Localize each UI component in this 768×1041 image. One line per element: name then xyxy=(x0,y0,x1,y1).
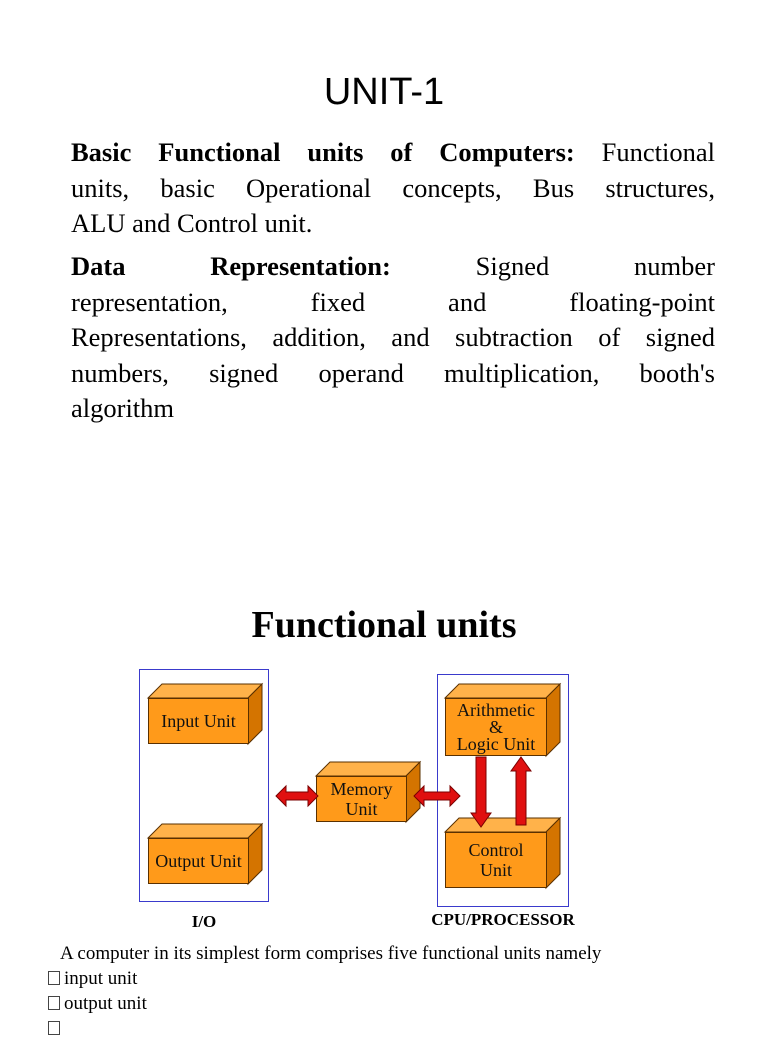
list-item-label: output unit xyxy=(64,993,147,1014)
topic-paragraph-functional-units: Basic Functional units of Computers: Fun… xyxy=(71,135,715,242)
para1-line1-rest: Functional xyxy=(601,137,715,167)
io-memory-arrow xyxy=(275,784,319,808)
bullet-icon xyxy=(48,971,60,985)
slide-title: UNIT-1 xyxy=(323,71,445,113)
bullet-icon xyxy=(48,996,60,1010)
alu-to-control-arrow xyxy=(470,756,492,828)
list-item-label: input unit xyxy=(64,968,138,989)
control-unit-label-line1: Control xyxy=(468,840,524,860)
output-unit-label: Output Unit xyxy=(148,838,249,884)
para1-line1: Basic Functional units of Computers: Fun… xyxy=(71,135,715,171)
para2-line5: algorithm xyxy=(71,393,175,423)
list-item: output unit xyxy=(48,991,147,1016)
memory-unit-block: Memory Unit xyxy=(314,760,422,824)
alu-label-line2: & xyxy=(488,716,503,737)
memory-unit-label-line1: Memory xyxy=(330,779,393,799)
memory-unit-3d-edges xyxy=(314,760,422,824)
control-to-alu-arrow xyxy=(510,756,532,826)
para1-line2: units, basic Operational concepts, Bus s… xyxy=(71,172,715,203)
para1-heading: Basic Functional units of Computers: xyxy=(71,137,575,167)
control-unit-front: Control Unit xyxy=(445,832,547,888)
input-unit-block: Input Unit xyxy=(146,682,264,746)
topic-paragraph-data-representation: Data Representation: Signed number repre… xyxy=(71,249,715,427)
io-label: I/O xyxy=(191,912,217,931)
bullet-icon xyxy=(48,1021,60,1035)
para2-line2: representation, fixed and floating-point xyxy=(71,286,715,317)
para2-line4: numbers, signed operand multiplication, … xyxy=(71,357,715,388)
section-title: Functional units xyxy=(251,604,517,646)
para2-line3: Representations, addition, and subtracti… xyxy=(71,322,715,352)
list-item: input unit xyxy=(48,966,137,991)
memory-unit-label-line2: Unit xyxy=(345,799,378,819)
input-unit-label: Input Unit xyxy=(148,698,249,744)
control-unit-label-line2: Unit xyxy=(479,860,512,880)
control-unit-block: Control Unit xyxy=(443,816,562,890)
alu-block: Arithmetic & Logic Unit xyxy=(443,682,562,758)
control-unit-3d-edges xyxy=(443,816,562,890)
list-item xyxy=(48,1016,64,1041)
cpu-group-box xyxy=(437,674,569,907)
intro-text: A computer in its simplest form comprise… xyxy=(60,943,602,964)
para2-heading: Data Representation: xyxy=(71,251,391,281)
para1-line3: ALU and Control unit. xyxy=(71,208,313,238)
cpu-processor-label: CPU/PROCESSOR xyxy=(431,910,575,929)
alu-label-line1: Arithmetic xyxy=(457,699,535,720)
io-group-box xyxy=(139,669,269,902)
memory-cpu-arrow xyxy=(413,784,461,808)
para2-line1: Data Representation: Signed number xyxy=(71,249,715,285)
output-unit-block: Output Unit xyxy=(146,822,264,886)
alu-front: Arithmetic & Logic Unit xyxy=(445,698,547,756)
alu-3d-edges xyxy=(443,682,562,758)
memory-unit-front: Memory Unit xyxy=(316,776,407,822)
alu-label-line3: Logic Unit xyxy=(456,733,536,754)
para2-line1-rest: Signed number xyxy=(475,251,715,281)
output-unit-3d-edges xyxy=(146,822,264,886)
